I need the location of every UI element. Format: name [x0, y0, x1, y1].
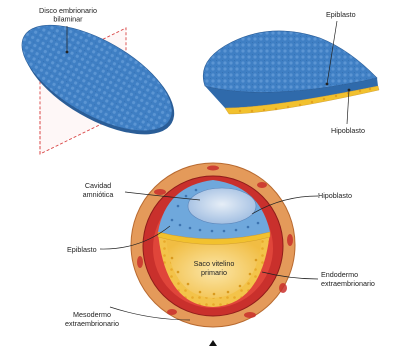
label-epiblast-bottom: Epiblasto: [67, 245, 97, 254]
label-endoderm-line2: extraembrionario: [321, 279, 375, 288]
label-yolk-line1: Saco vitelino: [194, 259, 235, 268]
label-amniotic-line2: amniótica: [83, 190, 114, 199]
label-hypoblast-bottom: Hipoblasto: [318, 191, 352, 200]
up-arrow-icon: [209, 340, 217, 346]
panel-bilaminar-disc: Disco embrionario bilaminar: [6, 4, 191, 156]
panel-half-disc: Epiblasto Hipoblasto: [203, 10, 379, 135]
label-amniotic-line1: Cavidad: [85, 181, 111, 190]
label-disc-line2: bilaminar: [53, 15, 83, 24]
label-mesoderm-line1: Mesodermo: [73, 310, 111, 319]
label-endoderm-line1: Endodermo: [321, 270, 358, 279]
leader-dot: [66, 51, 69, 54]
label-mesoderm-line2: extraembrionario: [65, 319, 119, 328]
leader-dot: [326, 83, 329, 86]
label-epiblast-top: Epiblasto: [326, 10, 356, 19]
panel-blastocyst-section: Cavidad amniótica Hipoblasto Epiblasto S…: [65, 163, 375, 346]
half-disc-surface: [203, 31, 377, 93]
amniotic-cavity: [188, 188, 256, 224]
label-yolk-line2: primario: [201, 268, 227, 277]
label-hypoblast-top: Hipoblasto: [331, 126, 365, 135]
leader-dot: [348, 89, 351, 92]
